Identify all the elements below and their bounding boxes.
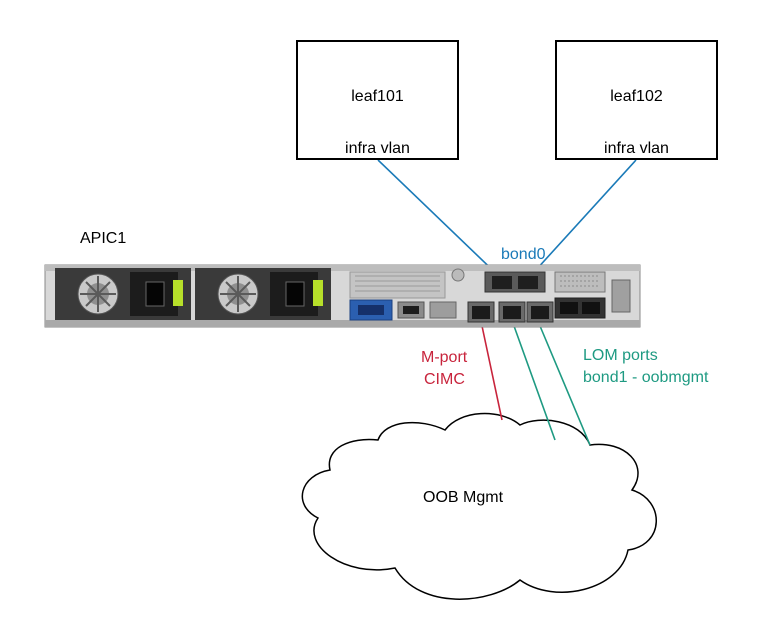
leaf102-box: leaf102 infra vlan	[555, 40, 718, 160]
leaf102-vlan: infra vlan	[604, 140, 669, 157]
leaf102-name: leaf102	[610, 88, 663, 105]
oob-cloud	[301, 412, 657, 600]
apic-label: APIC1	[80, 230, 127, 247]
leaf101-name: leaf101	[351, 88, 404, 105]
lom-link-1	[513, 325, 556, 441]
lom-ports-label: LOM ports	[583, 347, 658, 364]
power-supply-2	[195, 268, 331, 320]
mport-label: M-port	[421, 349, 468, 366]
apic-server	[44, 264, 641, 328]
leaf102-link	[524, 159, 637, 283]
leaf101-link	[377, 159, 506, 283]
bond1-label: bond1 - oobmgmt	[583, 369, 709, 386]
bond0-label: bond0	[501, 246, 546, 263]
oob-mgmt-label: OOB Mgmt	[423, 489, 504, 506]
mport-link	[481, 325, 503, 421]
cimc-label: CIMC	[424, 371, 465, 388]
power-supply-1	[55, 268, 191, 320]
leaf101-box: leaf101 infra vlan	[296, 40, 459, 160]
leaf101-vlan: infra vlan	[345, 140, 410, 157]
lom-link-2	[539, 325, 591, 446]
